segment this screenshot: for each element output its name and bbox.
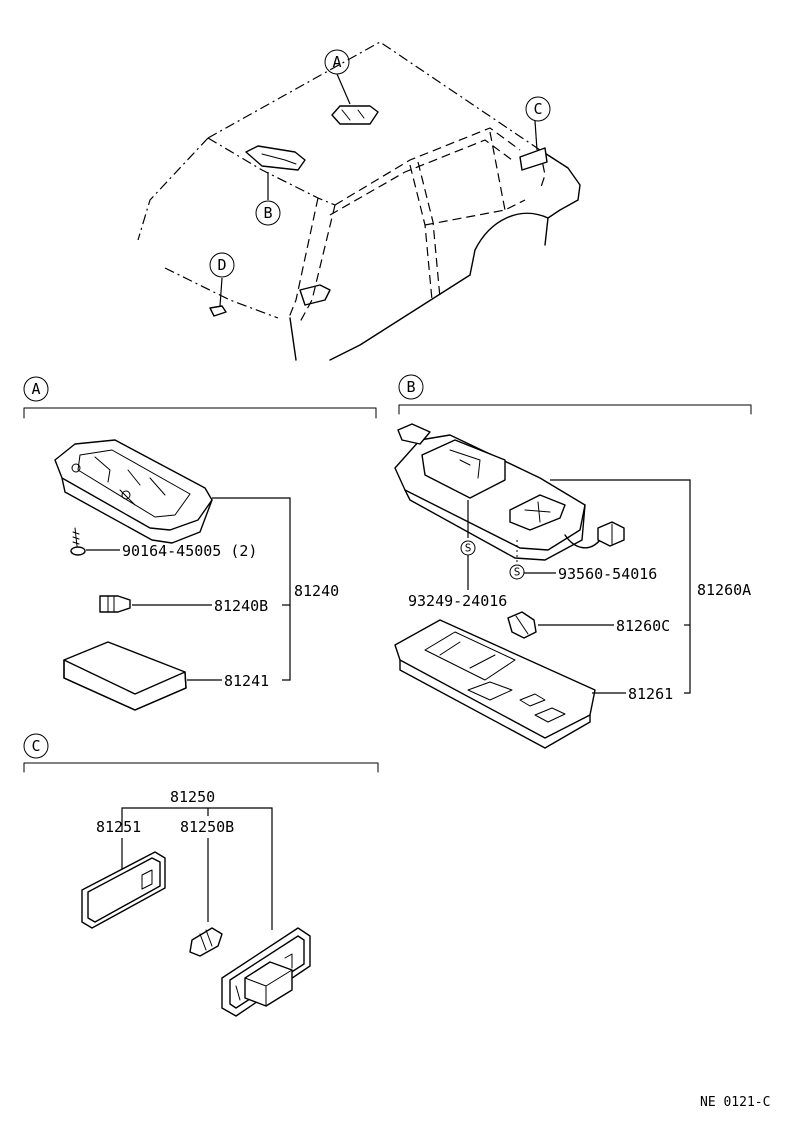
section-c-badge: C [23,733,49,759]
part-number-81240: 81240 [294,582,339,600]
screw-symbol-2: S [509,564,525,580]
part-number-81241: 81241 [224,672,269,690]
callout-d-badge: D [209,252,235,278]
section-b-letter: B [406,378,415,396]
part-number-93249-24016: 93249-24016 [408,592,507,610]
screw-symbol-2-letter: S [514,566,521,579]
part-number-81260c: 81260C [616,617,670,635]
bulb-icon [99,595,131,613]
callout-b-badge: B [255,200,281,226]
section-a: A 90164-45005 (2) 81240B [23,376,377,711]
part-number-93560-54016: 93560-54016 [558,565,657,583]
part-number-81251: 81251 [96,818,141,836]
section-c: C 81250 81251 81250B [23,733,379,1017]
lamp-housing-c [221,927,311,1017]
callout-d-label: D [217,256,226,274]
part-number-81250: 81250 [170,788,215,806]
screw-symbol-1: S [460,540,476,556]
section-b: B S 93249-24016 S [394,374,752,749]
part-number-81250b: 81250B [180,818,234,836]
section-a-letter: A [31,380,40,398]
callout-a-label: A [332,53,341,71]
map-lamp-assembly [394,423,625,561]
part-number-81261: 81261 [628,685,673,703]
callout-b-label: B [263,204,272,222]
screw-symbol-1-letter: S [465,542,472,555]
callout-a-badge: A [324,49,350,75]
dome-lamp-housing-a [54,439,213,544]
section-c-letter: C [31,737,40,755]
part-number-81240b: 81240B [214,597,268,615]
part-number-81260a: 81260A [697,581,751,599]
bulb-icon-b [507,611,537,639]
callout-c-label: C [533,100,542,118]
section-a-badge: A [23,376,49,402]
part-number-90164-45005: 90164-45005 (2) [122,542,257,560]
car-overview: A C B D [137,41,581,361]
callout-c-badge: C [525,96,551,122]
bulb-icon-c [189,927,223,957]
screw-icon [70,527,86,556]
lens-c [81,851,166,929]
section-b-badge: B [398,374,424,400]
lens-cover-b [394,619,596,749]
diagram-code: NE 0121-C [700,1095,770,1110]
lens-a [63,641,187,711]
